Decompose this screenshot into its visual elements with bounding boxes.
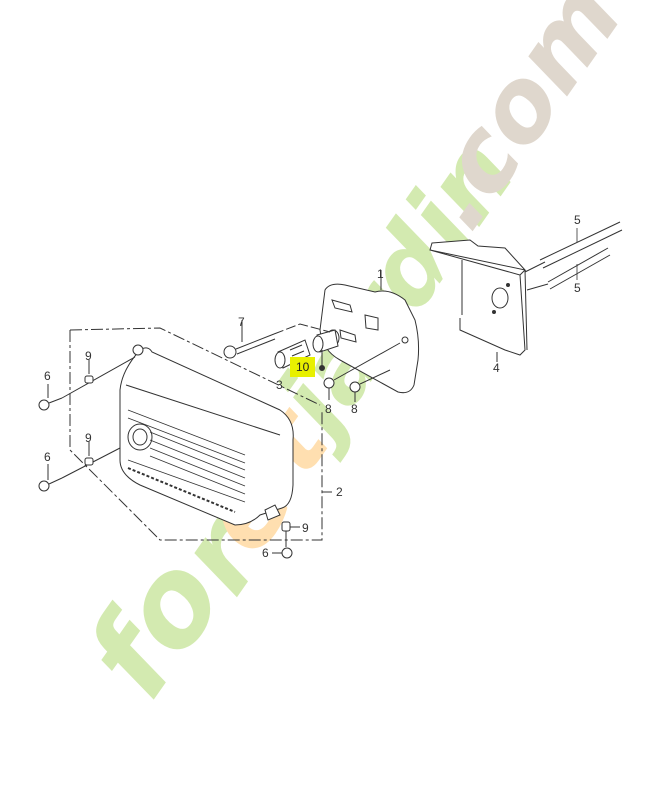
- assembly-frame: [69, 327, 332, 541]
- callout-4: 4: [493, 361, 500, 375]
- spark-arrester-part: [274, 339, 311, 369]
- callout-2: 2: [336, 485, 343, 499]
- callout-9-lower-left: 9: [85, 431, 92, 445]
- callout-3: 3: [276, 378, 283, 392]
- callout-9-bottom: 9: [302, 521, 309, 535]
- callout-5-lower: 5: [574, 281, 581, 295]
- screw-10-part: [319, 350, 325, 371]
- callout-5-upper: 5: [574, 213, 581, 227]
- bolt-7-part: [223, 320, 331, 359]
- bottom-fasteners: [272, 521, 300, 559]
- callout-9-upper-left: 9: [85, 349, 92, 363]
- callout-6-upper-left: 6: [44, 369, 51, 383]
- callout-8-right: 8: [351, 402, 358, 416]
- callout-6-bottom: 6: [262, 546, 269, 560]
- nuts-8-part: [323, 342, 401, 402]
- callout-7: 7: [238, 315, 245, 329]
- muffler-cover-part: [119, 344, 294, 526]
- left-fasteners: [38, 356, 136, 492]
- callout-1: 1: [377, 267, 384, 281]
- muffler-part: [312, 270, 420, 394]
- heat-shield-part: [429, 239, 528, 362]
- stud-bolts: [524, 221, 623, 291]
- callout-8-left: 8: [325, 402, 332, 416]
- callout-10-highlighted[interactable]: 10: [290, 357, 316, 377]
- callout-6-lower-left: 6: [44, 450, 51, 464]
